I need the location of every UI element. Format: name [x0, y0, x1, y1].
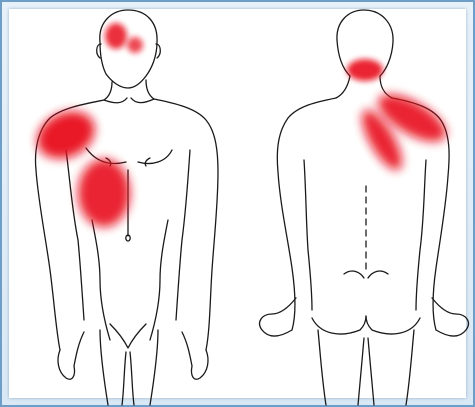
front-right-hand-outline: [182, 332, 208, 379]
pain-area-right-shoulder: [30, 102, 103, 167]
front-pain-areas: [30, 23, 143, 227]
back-right-hand-outline: [432, 298, 468, 336]
back-left-hand-outline: [260, 298, 296, 336]
pain-area-neck: [347, 59, 383, 81]
pain-area-forehead: [127, 37, 143, 53]
back-pain-areas: [347, 59, 453, 175]
front-torso-right-outline: [154, 99, 218, 350]
front-neck-outline: [104, 82, 112, 100]
pain-area-head: [105, 23, 127, 49]
front-left-hand-outline: [58, 332, 84, 379]
pain-area-right-chest: [78, 159, 130, 227]
